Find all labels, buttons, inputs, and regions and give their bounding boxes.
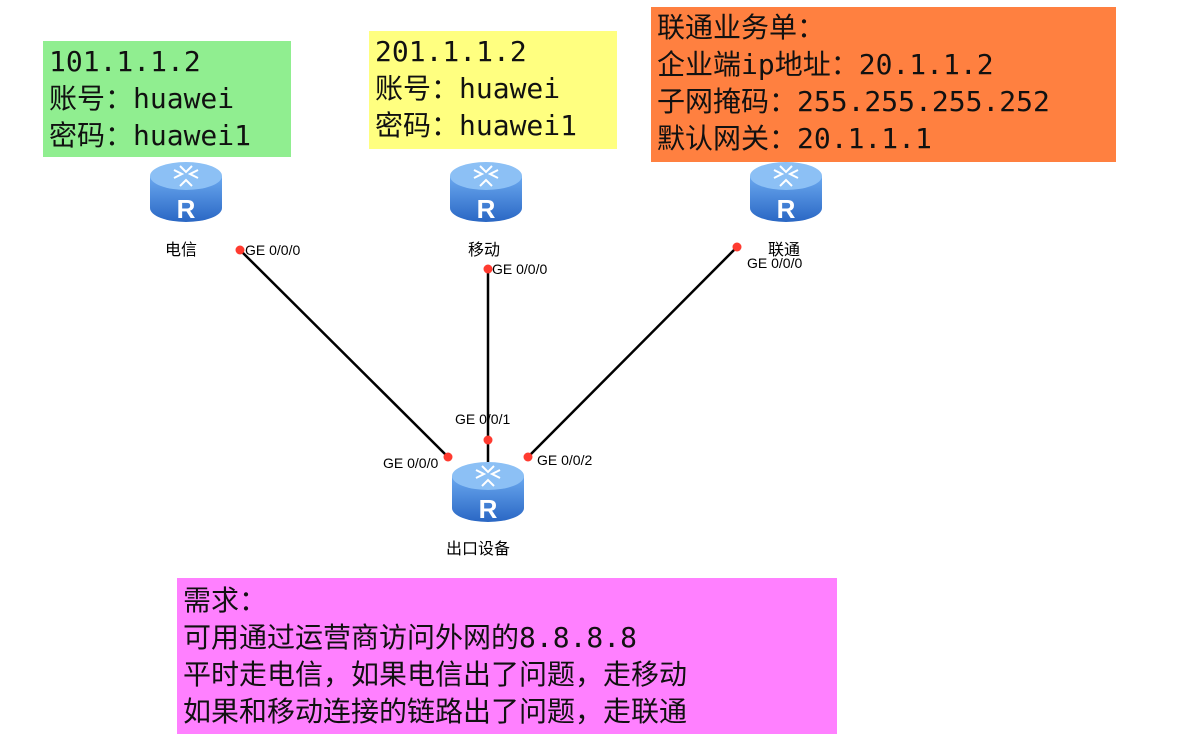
unicom-info-note: 联通业务单： 企业端ip地址：20.1.1.2 子网掩码：255.255.255… bbox=[651, 7, 1116, 162]
port-dot-telecom[interactable] bbox=[235, 245, 245, 255]
port-label-exit-telecom: GE 0/0/0 bbox=[383, 455, 439, 471]
requirement-3: 如果和移动连接的链路出了问题，走联通 bbox=[183, 695, 688, 728]
requirement-1: 可用通过运营商访问外网的8.8.8.8 bbox=[183, 621, 638, 654]
router-icon[interactable]: R bbox=[146, 158, 226, 228]
telecom-ip: 101.1.1.2 bbox=[49, 45, 201, 78]
router-icon[interactable]: R bbox=[446, 158, 526, 228]
router-icon[interactable]: R bbox=[448, 458, 528, 528]
device-label-unicom: 联通 bbox=[768, 240, 801, 259]
device-label-telecom: 电信 bbox=[165, 240, 198, 259]
port-label-mobile: GE 0/0/0 bbox=[492, 261, 548, 277]
link-unicom-exit[interactable] bbox=[527, 246, 738, 458]
port-label-telecom: GE 0/0/0 bbox=[245, 242, 301, 258]
port-dot-mobile[interactable] bbox=[483, 264, 493, 274]
requirements-title: 需求： bbox=[183, 584, 268, 617]
requirement-2: 平时走电信，如果电信出了问题，走移动 bbox=[183, 658, 688, 691]
device-label-exit: 出口设备 bbox=[446, 539, 511, 558]
unicom-gateway: 默认网关：20.1.1.1 bbox=[657, 122, 932, 155]
mobile-account: 账号：huawei bbox=[375, 72, 561, 105]
port-dot-unicom[interactable] bbox=[732, 242, 742, 252]
unicom-ip: 企业端ip地址：20.1.1.2 bbox=[657, 48, 994, 81]
mobile-info-note: 201.1.1.2 账号：huawei 密码：huawei1 bbox=[369, 31, 617, 149]
port-label-unicom: GE 0/0/0 bbox=[747, 255, 803, 271]
router-icon-letter: R bbox=[477, 194, 496, 224]
port-label-exit-mobile: GE 0/0/1 bbox=[455, 411, 511, 427]
device-label-mobile: 移动 bbox=[468, 240, 501, 259]
mobile-password: 密码：huawei1 bbox=[375, 109, 578, 142]
telecom-info-note: 101.1.1.2 账号：huawei 密码：huawei1 bbox=[43, 41, 291, 157]
port-label-exit-unicom: GE 0/0/2 bbox=[537, 452, 593, 468]
port-dot-exit-telecom[interactable] bbox=[443, 452, 453, 462]
port-dot-exit-unicom[interactable] bbox=[523, 452, 533, 462]
unicom-mask: 子网掩码：255.255.255.252 bbox=[657, 85, 1050, 118]
link-telecom-exit[interactable] bbox=[237, 247, 449, 458]
telecom-account: 账号：huawei bbox=[49, 82, 235, 115]
router-icon-letter: R bbox=[479, 494, 498, 524]
router-icon-letter: R bbox=[177, 194, 196, 224]
telecom-password: 密码：huawei1 bbox=[49, 119, 252, 152]
router-icon-letter: R bbox=[777, 194, 796, 224]
router-icon[interactable]: R bbox=[746, 158, 826, 228]
port-dot-exit-mobile[interactable] bbox=[483, 435, 493, 445]
requirements-note: 需求： 可用通过运营商访问外网的8.8.8.8 平时走电信，如果电信出了问题，走… bbox=[177, 578, 837, 734]
mobile-ip: 201.1.1.2 bbox=[375, 35, 527, 68]
unicom-title: 联通业务单： bbox=[657, 11, 826, 44]
